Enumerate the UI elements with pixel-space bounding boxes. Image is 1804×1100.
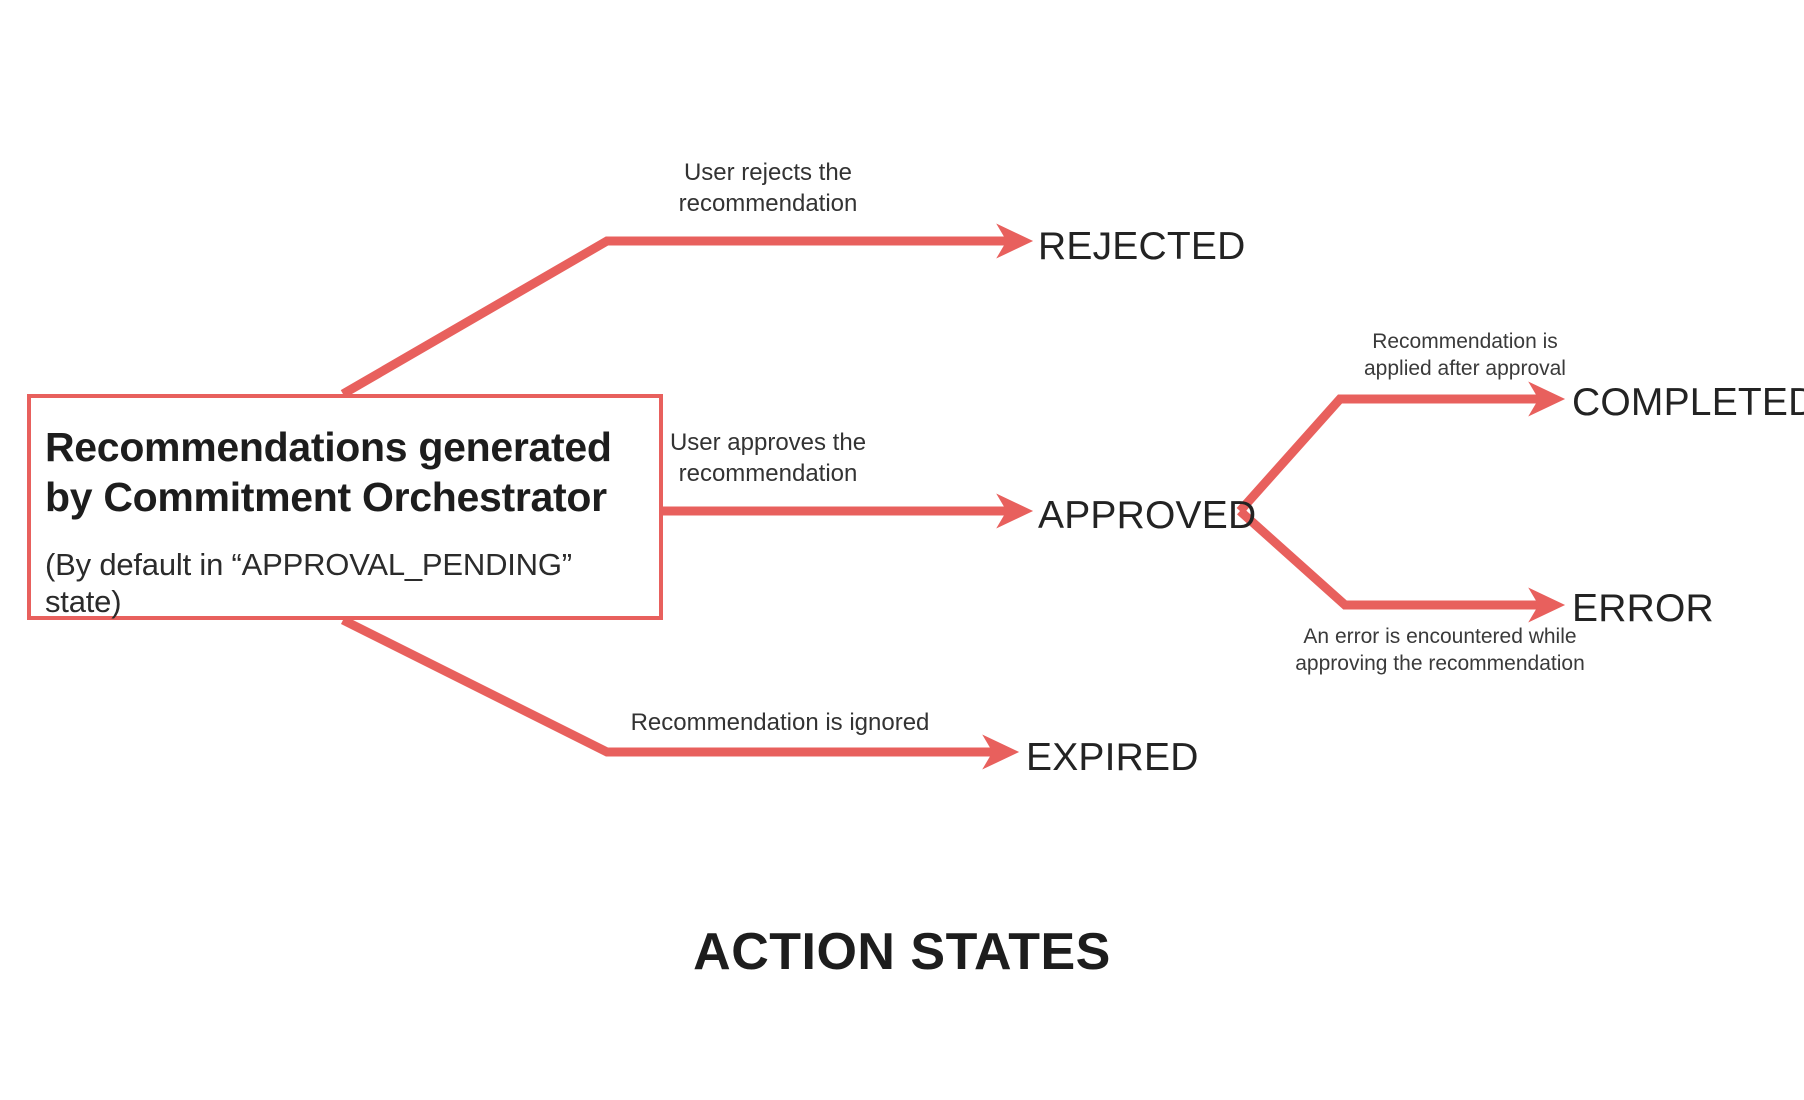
source-node-title-line1: Recommendations generated <box>45 424 612 470</box>
edge-approved-to-error <box>1236 507 1566 623</box>
source-node-box: Recommendations generated by Commitment … <box>27 394 663 620</box>
source-node-subtitle: (By default in “APPROVAL_PENDING” state) <box>45 547 572 620</box>
edge-label-to-rejected: User rejects the recommendation <box>678 159 858 217</box>
state-error: ERROR <box>1572 587 1714 630</box>
edge-source-to-rejected <box>340 223 1034 398</box>
source-node-title-line2: by Commitment Orchestrator <box>45 474 607 521</box>
edge-label-to-approved: User approves the recommendation <box>669 429 867 487</box>
diagram-title: ACTION STATES <box>693 923 1111 981</box>
edge-label-to-error: An error is encountered while approving … <box>1295 625 1585 676</box>
state-completed: COMPLETED <box>1572 381 1804 424</box>
edge-label-to-completed: Recommendation is applied after approval <box>1364 330 1566 381</box>
edge-label-to-expired: Recommendation is ignored <box>630 709 930 736</box>
source-node-title: Recommendations generated by Commitment … <box>45 422 645 522</box>
state-rejected: REJECTED <box>1038 225 1246 268</box>
state-expired: EXPIRED <box>1026 736 1199 779</box>
edge-approved-to-completed <box>1236 381 1566 514</box>
state-approved: APPROVED <box>1038 494 1257 537</box>
